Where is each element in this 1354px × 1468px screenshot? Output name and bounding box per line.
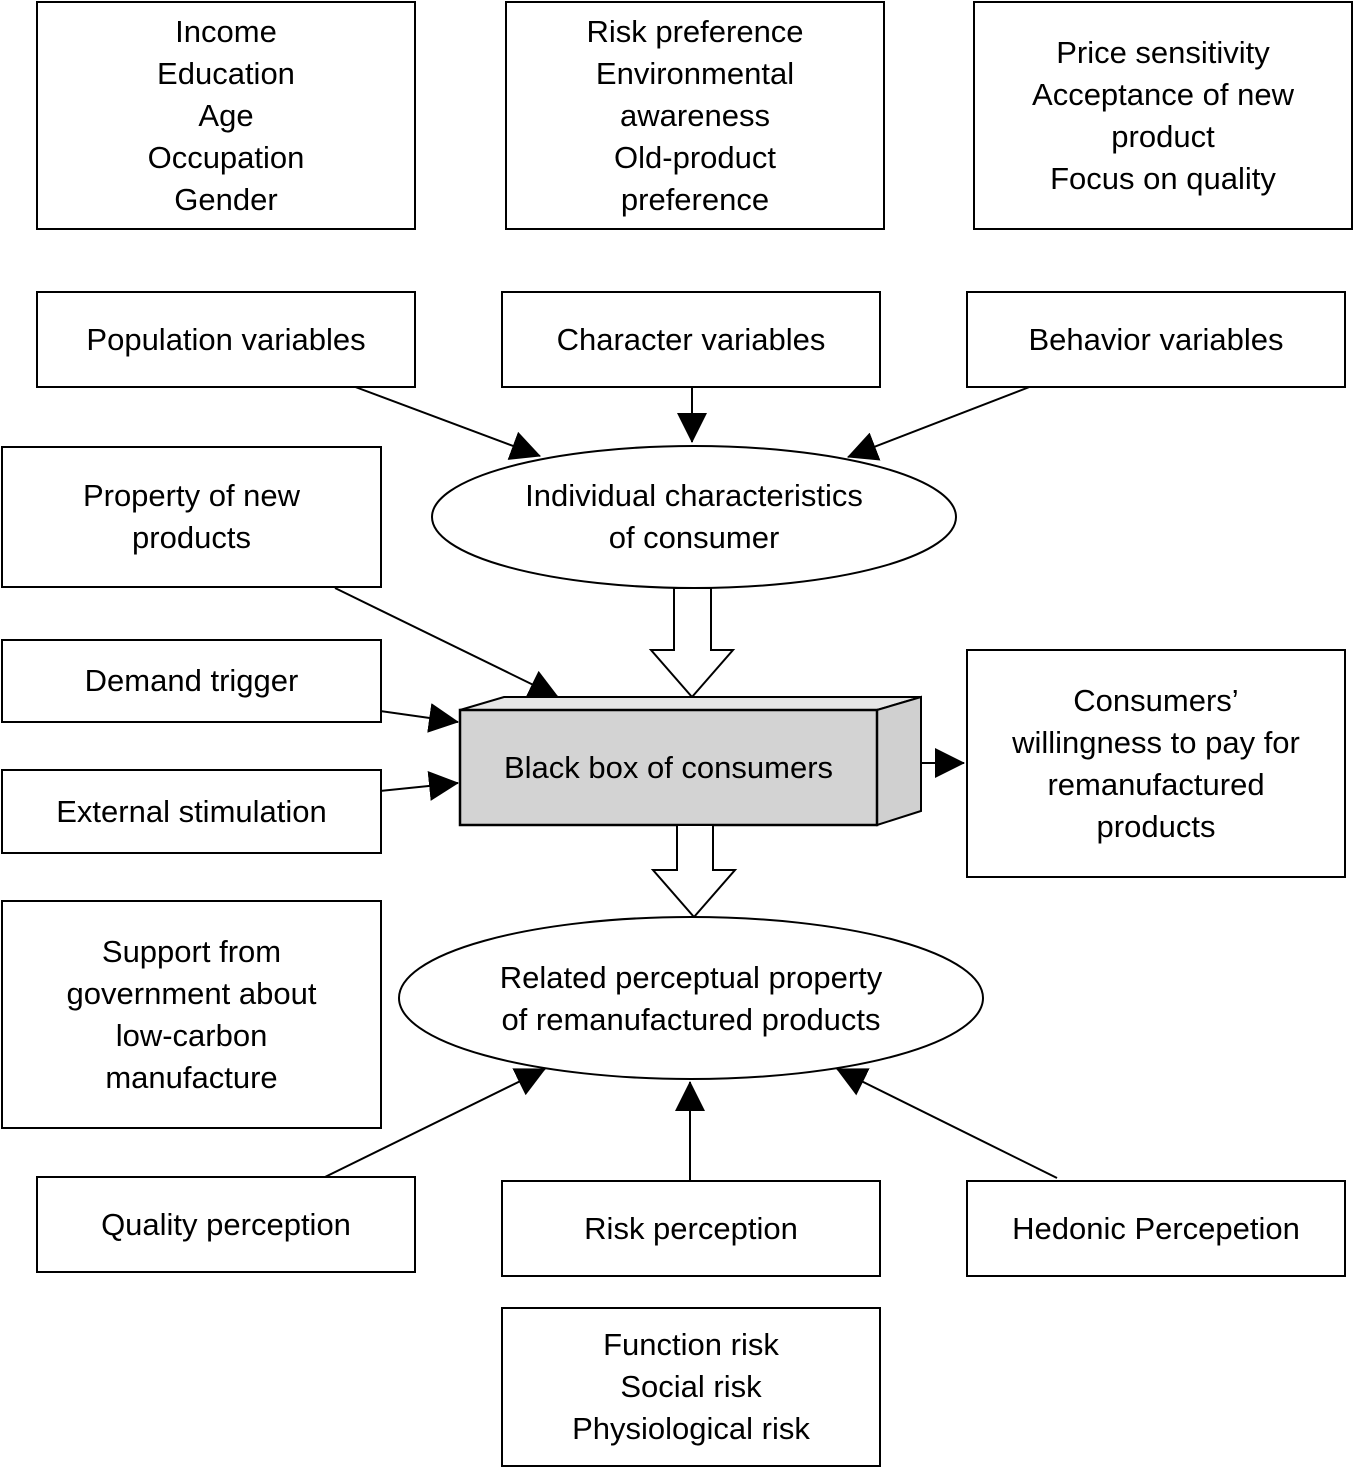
arrow-behavior-to-characteristics <box>847 385 1033 461</box>
behavior-variables-box: Behavior variables <box>966 291 1346 388</box>
population-detail-item: Age <box>198 97 254 133</box>
character-detail-item: Environmental <box>595 55 795 91</box>
character-details-box: Risk preference Environmental awareness … <box>505 1 885 230</box>
willingness-line: remanufactured <box>1047 766 1265 802</box>
population-variables-box: Population variables <box>36 291 416 388</box>
arrow-population-to-characteristics <box>349 384 541 460</box>
character-variables-label: Character variables <box>556 321 826 357</box>
demand-trigger-box: Demand trigger <box>1 639 382 723</box>
black-box-text: Black box of consumers <box>503 749 834 785</box>
government-support-line: low-carbon <box>115 1017 268 1053</box>
behavior-detail-item: product <box>1111 118 1215 154</box>
population-variables-label: Population variables <box>86 321 366 357</box>
behavior-detail-item: Focus on quality <box>1050 160 1276 196</box>
individual-characteristics-line: Individual characteristics <box>525 478 863 513</box>
demand-trigger-label: Demand trigger <box>84 663 299 698</box>
risk-detail-item: Function risk <box>603 1327 779 1362</box>
character-detail-item: awareness <box>620 97 770 133</box>
willingness-line: willingness to pay for <box>1012 724 1300 760</box>
population-detail-item: Gender <box>174 181 278 217</box>
hollow-arrow-characteristics-to-blackbox <box>648 587 736 699</box>
perceptual-property-line: Related perceptual property <box>499 960 883 995</box>
government-support-box: Support from government about low-carbon… <box>1 900 382 1129</box>
perceptual-property-ellipse <box>398 916 984 1080</box>
perceptual-property-label: Related perceptual property of remanufac… <box>400 929 982 1069</box>
hedonic-perception-box: Hedonic Percepetion <box>966 1180 1346 1277</box>
character-detail-item: preference <box>620 181 770 217</box>
arrow-demand-to-blackbox <box>379 703 459 733</box>
character-detail-item: Risk preference <box>586 13 804 49</box>
hedonic-perception-label: Hedonic Percepetion <box>1012 1210 1300 1246</box>
individual-characteristics-line: of consumer <box>608 520 780 555</box>
quality-perception-box: Quality perception <box>36 1176 416 1273</box>
perceptual-property-line: of remanufactured products <box>501 1002 881 1037</box>
arrow-quality-to-perceptual <box>324 1068 546 1178</box>
risk-detail-item: Social risk <box>620 1369 762 1404</box>
black-box-label: Black box of consumers <box>460 710 877 825</box>
behavior-details-box: Price sensitivity Acceptance of new prod… <box>973 1 1353 230</box>
quality-perception-label: Quality perception <box>101 1206 351 1242</box>
arrow-property-to-blackbox <box>334 587 559 698</box>
willingness-line: Consumers’ <box>1073 682 1239 718</box>
property-new-products-box: Property of new products <box>1 446 382 588</box>
behavior-detail-item: Acceptance of new <box>1032 76 1294 112</box>
risk-perception-box: Risk perception <box>501 1180 881 1277</box>
behavior-detail-item: Price sensitivity <box>1056 34 1270 70</box>
character-detail-item: Old-product <box>614 139 776 175</box>
population-details-box: Income Education Age Occupation Gender <box>36 1 416 230</box>
property-new-products-line: products <box>132 520 251 555</box>
population-detail-item: Education <box>157 55 295 91</box>
arrow-hedonic-to-perceptual <box>836 1068 1058 1179</box>
government-support-line: government about <box>66 975 317 1011</box>
individual-characteristics-label: Individual characteristics of consumer <box>434 447 954 587</box>
risk-perception-label: Risk perception <box>584 1210 798 1246</box>
external-stimulation-box: External stimulation <box>1 769 382 854</box>
character-variables-box: Character variables <box>501 291 881 388</box>
population-detail-item: Occupation <box>147 139 305 175</box>
black-box-shape <box>458 695 922 827</box>
government-support-line: Support from <box>101 933 282 969</box>
willingness-line: products <box>1096 808 1216 844</box>
arrow-external-to-blackbox <box>379 771 459 801</box>
behavior-variables-label: Behavior variables <box>1028 321 1284 357</box>
government-support-line: manufacture <box>105 1059 278 1095</box>
external-stimulation-label: External stimulation <box>56 793 327 829</box>
property-new-products-line: Property of new <box>82 478 301 513</box>
risk-detail-item: Physiological risk <box>572 1411 810 1446</box>
risk-details-box: Function risk Social risk Physiological … <box>501 1307 881 1467</box>
population-detail-item: Income <box>175 13 277 49</box>
hollow-arrow-blackbox-to-perceptual <box>650 824 738 919</box>
individual-characteristics-ellipse <box>431 445 957 589</box>
willingness-box: Consumers’ willingness to pay for remanu… <box>966 649 1346 878</box>
